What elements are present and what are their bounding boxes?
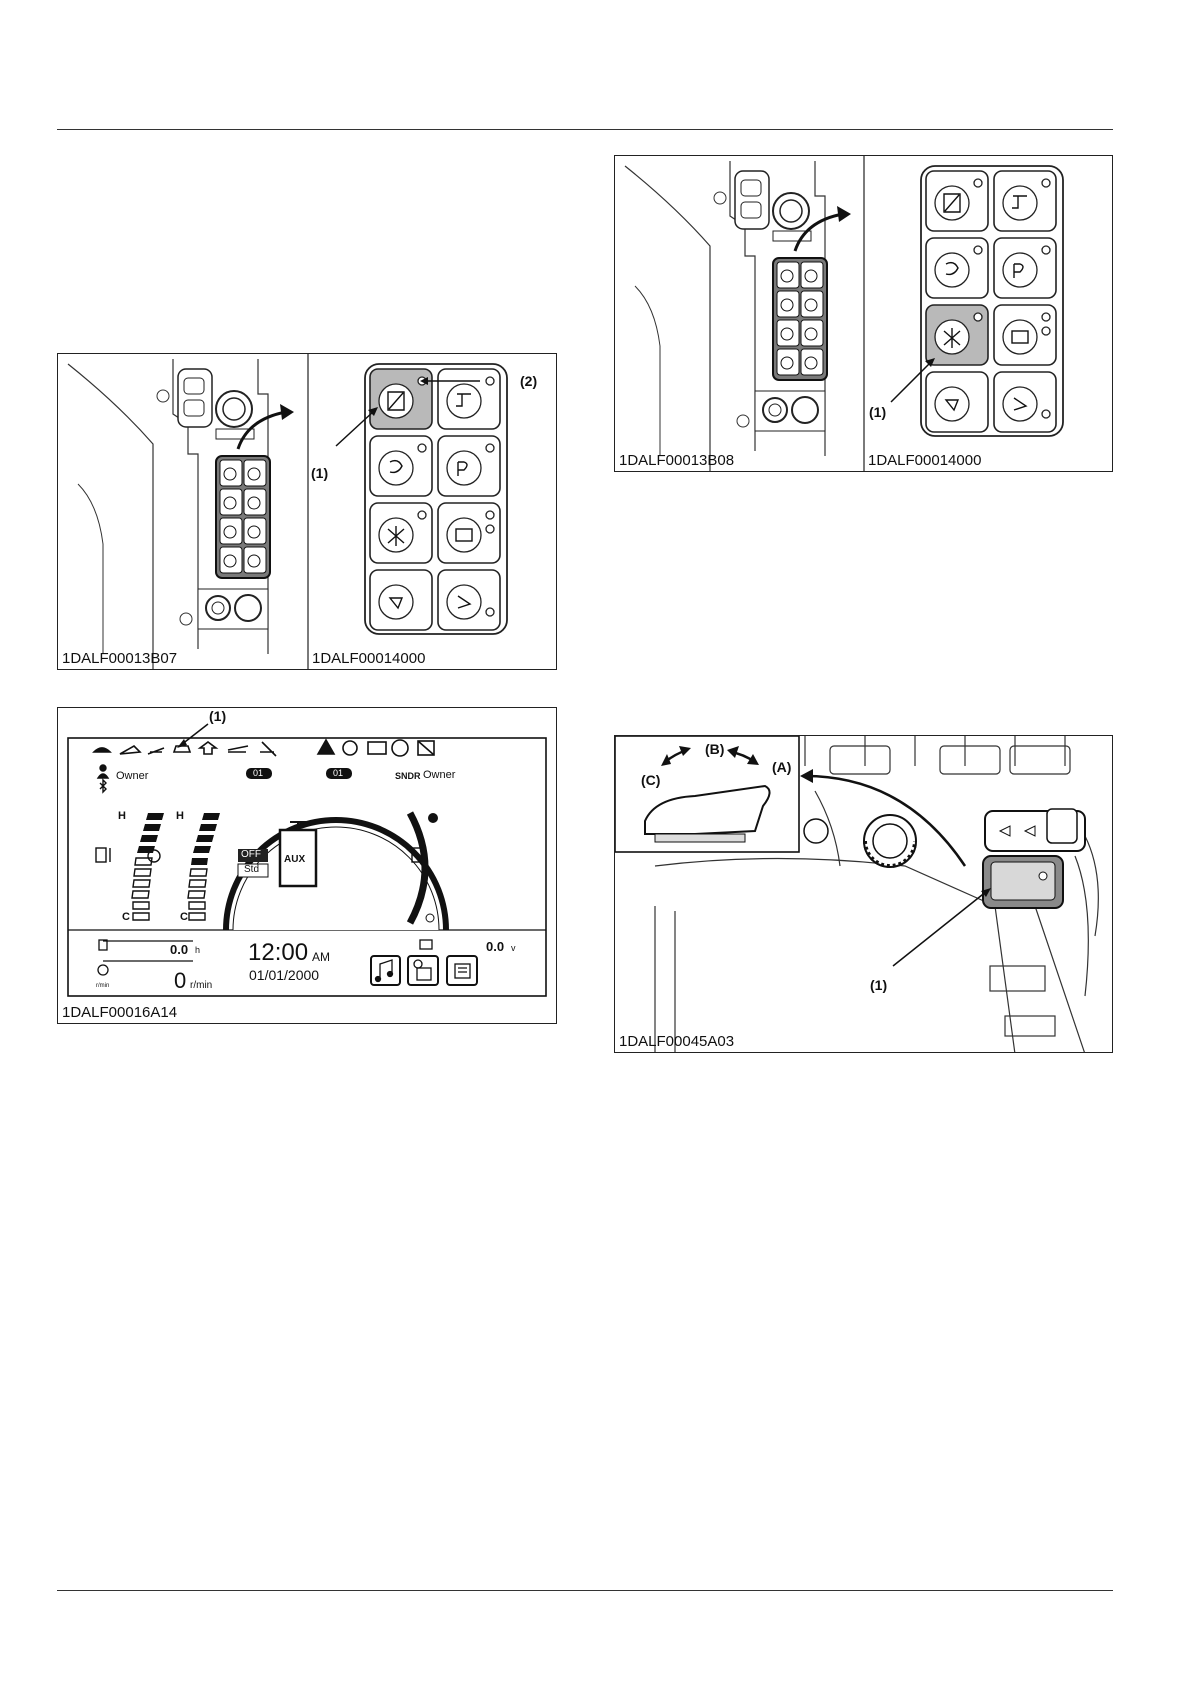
callout-1: (1) <box>869 404 886 420</box>
callout-2: (2) <box>520 373 537 389</box>
rpm-value: 0 <box>174 968 186 994</box>
footer-rule <box>57 1590 1113 1591</box>
owner-label-left: Owner <box>116 770 148 782</box>
badge-left: 01 <box>253 768 263 778</box>
switch-panel-illustration-1 <box>58 354 557 670</box>
gauge-h-label-2: H <box>176 810 184 822</box>
aux-label: AUX <box>284 854 305 865</box>
clock-ampm: AM <box>312 950 330 964</box>
clock-time: 12:00 <box>248 939 308 967</box>
clock-date: 01/01/2000 <box>249 967 319 983</box>
sndr-label: SNDR <box>395 771 421 781</box>
gauge-c-label-1: C <box>122 911 130 923</box>
callout-1: (1) <box>311 465 328 481</box>
voltage-value: 0.0 <box>486 939 504 954</box>
badge-right: 01 <box>333 768 343 778</box>
header-rule <box>57 129 1113 130</box>
gauge-h-label-1: H <box>118 810 126 822</box>
figure-code-left: 1DALF00013B07 <box>62 650 177 667</box>
figure-code-left: 1DALF00013B08 <box>619 452 734 469</box>
voltage-unit: v <box>511 943 516 953</box>
figure-lcd-display: (1) Owner 01 01 SNDR Owner H C H C OFF S… <box>57 707 557 1024</box>
mode-std-label: Std <box>244 864 259 875</box>
callout-1: (1) <box>209 708 226 724</box>
label-a: (A) <box>772 759 791 775</box>
cab-switch-illustration <box>615 736 1113 1053</box>
rpm-unit: r/min <box>190 980 212 991</box>
figure-cab-switch: (B) (A) (C) (1) 1DALF00045A03 <box>614 735 1113 1053</box>
gauge-c-label-2: C <box>180 911 188 923</box>
label-b: (B) <box>705 741 724 757</box>
figure-code: 1DALF00016A14 <box>62 1004 177 1021</box>
figure-code-right: 1DALF00014000 <box>868 452 981 469</box>
switch-panel-illustration-2 <box>615 156 1113 472</box>
label-c: (C) <box>641 772 660 788</box>
figure-code: 1DALF00045A03 <box>619 1033 734 1050</box>
owner-label-right: Owner <box>423 769 455 781</box>
figure-code-right: 1DALF00014000 <box>312 650 425 667</box>
mode-off-label: OFF <box>241 849 261 860</box>
rpm-icon-label: r/min <box>96 983 109 989</box>
hour-meter-value: 0.0 <box>170 942 188 957</box>
figure-switch-panel-2: (1) 1DALF00013B08 1DALF00014000 <box>614 155 1113 472</box>
figure-switch-panel-1: (2) (1) 1DALF00013B07 1DALF00014000 <box>57 353 557 670</box>
callout-1: (1) <box>870 977 887 993</box>
hour-meter-unit: h <box>195 945 200 955</box>
